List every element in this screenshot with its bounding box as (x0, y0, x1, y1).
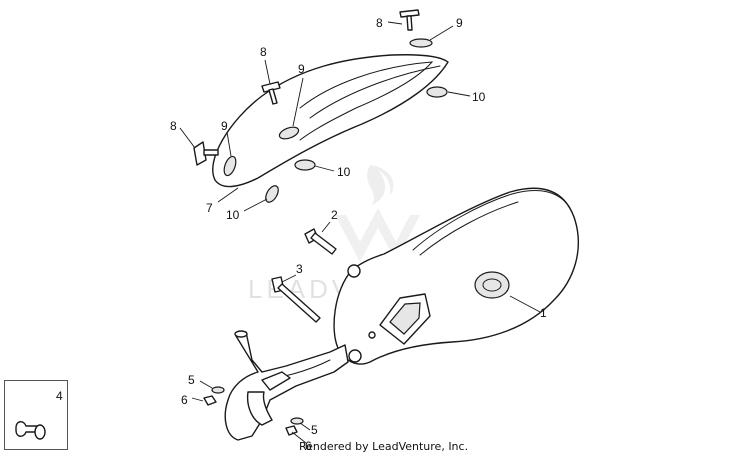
callout-3: 3 (296, 262, 303, 276)
callout-9-top: 9 (456, 16, 463, 30)
bolt-3 (271, 276, 321, 323)
muffler-mount-hole-top (347, 264, 361, 278)
grommet-10-right (426, 86, 448, 98)
muffler-outlet (474, 271, 510, 299)
grommet-10-middle (294, 159, 316, 171)
muffler-mount-hole-bottom (348, 349, 362, 363)
callout-2: 2 (331, 208, 338, 222)
part-4-bushing (15, 421, 46, 440)
callout-1: 1 (540, 306, 547, 320)
callout-8-top: 8 (376, 16, 383, 30)
washer-9-middle (278, 126, 300, 140)
heat-shield-7 (212, 54, 449, 188)
screw-8-middle (261, 81, 281, 105)
leader-lines (179, 21, 541, 444)
callout-5-upper: 5 (188, 373, 195, 387)
bolt-2 (304, 228, 337, 255)
grommet-10-left (265, 185, 279, 203)
callout-8-left: 8 (170, 119, 177, 133)
callout-6-upper: 6 (181, 393, 188, 407)
exhaust-header-pipe (224, 330, 349, 441)
callout-10-middle: 10 (337, 165, 351, 179)
nut-6-lower (285, 425, 298, 436)
callout-9-left: 9 (221, 119, 228, 133)
washer-5-lower (290, 417, 304, 425)
callout-8-middle: 8 (260, 45, 267, 59)
callout-10-left: 10 (226, 208, 240, 222)
callout-4: 4 (56, 389, 63, 403)
callout-9-middle: 9 (298, 62, 305, 76)
screw-8-top (399, 9, 420, 31)
callout-5-lower: 5 (311, 423, 318, 437)
header-flange (261, 371, 291, 391)
screw-8-left (193, 141, 219, 166)
rendered-by-footer: Rendered by LeadVenture, Inc. (299, 440, 469, 453)
callout-7: 7 (206, 201, 213, 215)
callout-10-right: 10 (472, 90, 486, 104)
part-4-inset-box (4, 380, 68, 450)
callout-6-lower: 6 (305, 439, 312, 453)
washer-9-top (409, 38, 433, 48)
washer-9-left (223, 155, 237, 177)
muffler-1 (333, 187, 579, 365)
washer-5-upper (211, 386, 225, 394)
nut-6-upper (203, 395, 217, 406)
